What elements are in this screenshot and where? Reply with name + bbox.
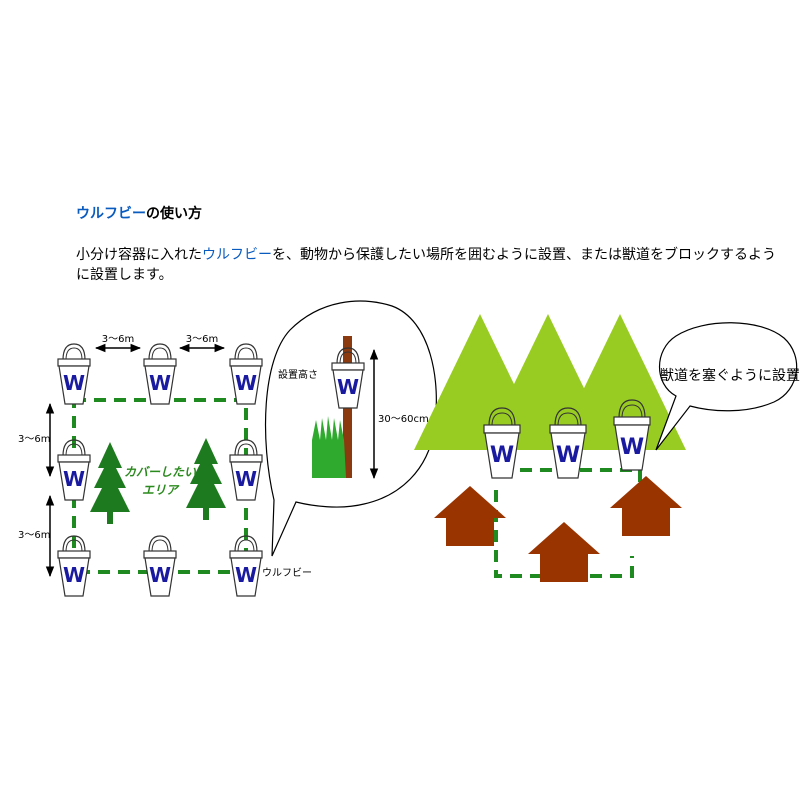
title-suffix: の使い方 [146, 206, 202, 222]
pine-tree-right [186, 438, 226, 520]
trail-bubble [655, 322, 798, 451]
container-bottom-right [229, 535, 263, 597]
pine-tree-left [90, 442, 130, 524]
cover-area-label-1: カバーしたい [124, 465, 197, 479]
container-top-left [57, 343, 91, 405]
desc-product: ウルフビー [202, 247, 272, 263]
container-mid-left [57, 439, 91, 501]
grass [312, 416, 346, 478]
page-title: ウルフビーの使い方 [76, 203, 202, 223]
spacing-label-v1: 3～6m [18, 434, 50, 445]
container-top-middle [143, 343, 177, 405]
description: 小分け容器に入れたウルフビーを、動物から保護したい場所を囲むように設置、または獣… [76, 245, 776, 285]
house-right [610, 476, 682, 536]
install-height-value: 30～60cm [378, 414, 429, 425]
house-center [528, 522, 600, 582]
desc-part1: 小分け容器に入れた [76, 247, 202, 263]
container-bottom-middle [143, 535, 177, 597]
spacing-label-h1: 3～6m [102, 334, 134, 345]
container-label: ウルフビー [262, 567, 312, 579]
trail-label: 獣道を塞ぐように設置 [660, 367, 800, 384]
install-height-label: 設置高さ [278, 368, 318, 381]
spacing-label-v2: 3～6m [18, 530, 50, 541]
container-top-right [229, 343, 263, 405]
title-product: ウルフビー [76, 206, 146, 222]
cover-area-label-2: エリア [142, 483, 180, 497]
spacing-label-h2: 3～6m [186, 334, 218, 345]
desc-part2: を、動物から保護したい場所を囲むように設置、または獣道をブロックするように設置し… [76, 247, 776, 283]
trail-fence-bottom [494, 490, 634, 578]
